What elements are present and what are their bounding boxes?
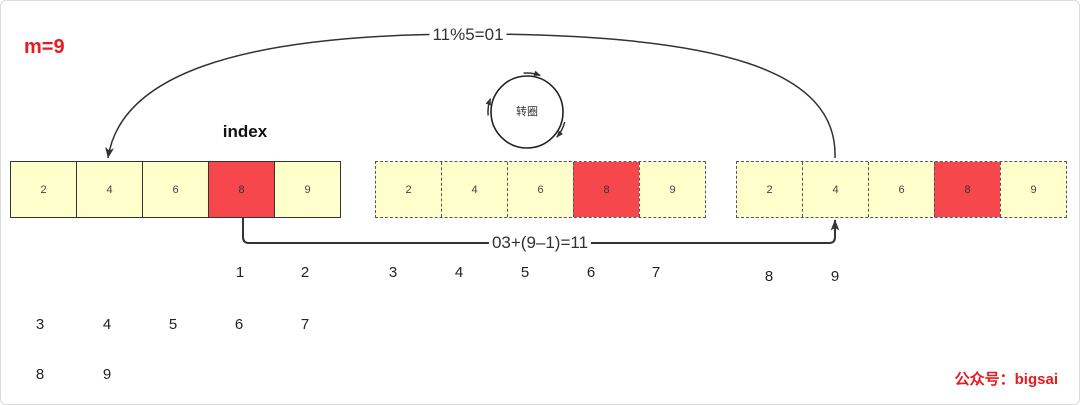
array-cell: 2	[376, 162, 441, 217]
array-cell: 4	[441, 162, 507, 217]
rotation-arrow	[556, 121, 566, 138]
array-virtual-copy-1: 2 4 6 8 9	[375, 161, 706, 218]
rotation-arrow	[485, 98, 492, 116]
position-number: 1	[235, 264, 245, 281]
array-cell: 6	[868, 162, 934, 217]
position-number: 2	[300, 264, 310, 281]
position-number: 5	[168, 316, 178, 333]
position-number: 3	[35, 316, 45, 333]
offset-jump-arrow-label: 03+(9–1)=11	[488, 233, 592, 253]
wrap-around-arrow-label: 11%5=01	[429, 25, 507, 45]
position-number: 4	[454, 264, 464, 281]
index-label: index	[222, 122, 268, 141]
position-number: 7	[300, 316, 310, 333]
position-number: 9	[102, 366, 112, 383]
rotation-label: 转圈	[516, 106, 538, 118]
position-number: 4	[102, 316, 112, 333]
array-cell: 9	[1000, 162, 1066, 217]
array-cell: 9	[274, 162, 340, 217]
position-number: 6	[586, 264, 596, 281]
array-cell: 8	[208, 162, 274, 217]
array-virtual-copy-2: 2 4 6 8 9	[736, 161, 1067, 218]
position-number: 6	[234, 316, 244, 333]
array-cell: 8	[573, 162, 639, 217]
position-number: 8	[764, 268, 774, 285]
rotation-arrow	[523, 70, 541, 77]
array-cell: 9	[639, 162, 705, 217]
m-value-label: m=9	[24, 36, 65, 58]
position-number: 8	[35, 366, 45, 383]
array-cell: 2	[737, 162, 802, 217]
position-number: 3	[388, 264, 398, 281]
position-number: 9	[830, 268, 840, 285]
array-cell: 4	[802, 162, 868, 217]
watermark: 公众号：bigsai	[954, 371, 1058, 388]
array-cell: 6	[507, 162, 573, 217]
array-cell: 2	[11, 162, 76, 217]
array-original: 2 4 6 8 9	[10, 161, 341, 218]
position-number: 7	[651, 264, 661, 281]
position-number: 5	[520, 264, 530, 281]
array-cell: 4	[76, 162, 142, 217]
array-cell: 8	[934, 162, 1000, 217]
array-cell: 6	[142, 162, 208, 217]
